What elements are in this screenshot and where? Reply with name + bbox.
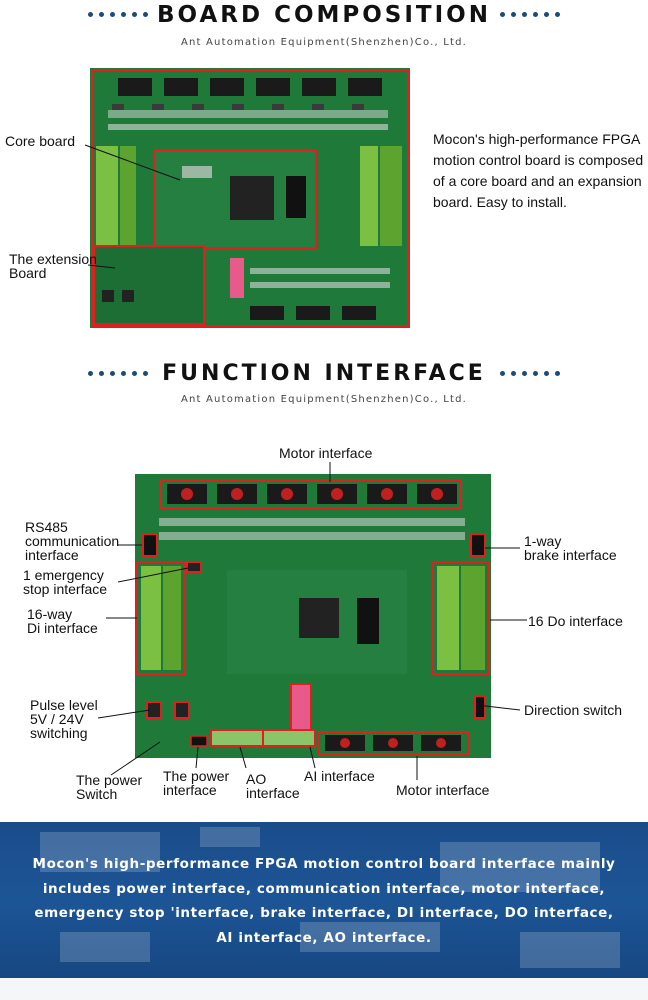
title-dots-right (500, 12, 560, 17)
footer-band: Mocon's high-performance FPGA motion con… (0, 822, 648, 978)
section-subtitle: Ant Automation Equipment(Shenzhen)Co., L… (180, 37, 468, 48)
label-direction-switch: Direction switch (524, 702, 623, 718)
function-interface-image (135, 474, 491, 758)
label-core-board: Core board (5, 133, 76, 149)
label-brake-interface: 1-way brake interface (524, 533, 617, 563)
footer-strip (0, 978, 648, 1000)
label-motor-interface-bottom: Motor interface (396, 782, 490, 798)
footer-description: Mocon's high-performance FPGA motion con… (32, 856, 616, 946)
title-dots-left-2 (88, 371, 148, 376)
label-ai-interface: AI interface (304, 768, 375, 784)
title-dots-right-2 (500, 371, 560, 376)
label-emergency-stop: 1 emergency stop interface (23, 567, 108, 597)
label-di-interface: 16-way Di interface (27, 606, 98, 636)
label-power-interface: The power interface (163, 768, 230, 798)
board-composition-image (90, 68, 410, 328)
title-dots-left (88, 12, 148, 17)
label-pulse-level: Pulse level 5V / 24V switching (30, 697, 98, 741)
label-extension-board: The extension Board (9, 251, 97, 281)
label-power-switch: The power Switch (76, 772, 143, 802)
board-description: Mocon's high-performance FPGA motion con… (433, 131, 644, 210)
label-ao-interface: AO interface (246, 771, 300, 801)
label-do-interface: 16 Do interface (528, 613, 623, 629)
section-title-board-composition: BOARD COMPOSITION (157, 2, 491, 28)
label-motor-interface-top: Motor interface (279, 445, 373, 461)
footer-background-pattern (40, 827, 620, 968)
section-subtitle-2: Ant Automation Equipment(Shenzhen)Co., L… (180, 394, 468, 405)
label-rs485: RS485 communication interface (25, 519, 120, 563)
section-title-function-interface: FUNCTION INTERFACE (162, 361, 486, 386)
